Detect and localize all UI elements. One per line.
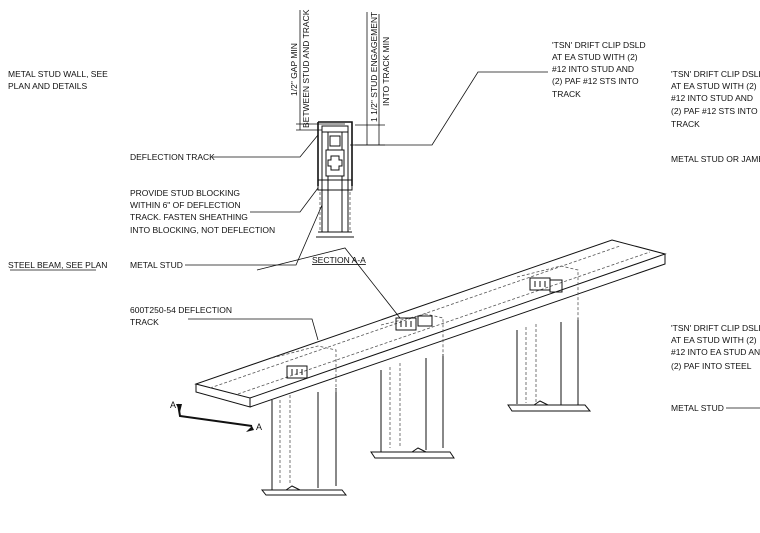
tsn-clip-right-note-1: 'TSN' DRIFT CLIP DSLD — [671, 69, 760, 79]
tsn-clip-steel-note-4: (2) PAF INTO STEEL — [671, 361, 752, 371]
isometric-assembly — [10, 239, 667, 496]
stud-blocking-note-4: INTO BLOCKING, NOT DEFLECTION — [130, 225, 275, 235]
tsn-clip-section-note-4: (2) PAF #12 STS INTO — [552, 76, 639, 86]
stud-blocking-note-3: TRACK. FASTEN SHEATHING — [130, 212, 248, 222]
section-title: SECTION A-A — [312, 255, 366, 265]
tsn-clip-section-note-1: 'TSN' DRIFT CLIP DSLD — [552, 40, 646, 50]
gap-min-label: 1/2" GAP MIN — [289, 43, 299, 96]
section-marker-right: A — [256, 422, 262, 432]
tsn-clip-right-note-4: (2) PAF #12 STS INTO — [671, 106, 758, 116]
section-cut-marker: A A — [170, 400, 262, 432]
tsn-clip-steel-note-3: #12 INTO EA STUD AND — [671, 347, 760, 357]
stud-blocking-note-2: WITHIN 6" OF DEFLECTION — [130, 200, 241, 210]
steel-beam-note: STEEL BEAM, SEE PLAN — [8, 260, 107, 270]
tsn-clip-right-note-2: AT EA STUD WITH (2) — [671, 81, 757, 91]
tsn-clip-right-note-5: TRACK — [671, 119, 700, 129]
deflection-track-600-note-2: TRACK — [130, 317, 159, 327]
section-marker-left: A — [170, 400, 176, 410]
tsn-clip-section-note-5: TRACK — [552, 89, 581, 99]
between-stud-track-label: BETWEEN STUD AND TRACK — [301, 9, 311, 128]
stud-blocking-note-1: PROVIDE STUD BLOCKING — [130, 188, 240, 198]
metal-stud-note-left: METAL STUD — [130, 260, 183, 270]
into-track-min-label: INTO TRACK MIN — [381, 37, 391, 106]
tsn-clip-section-note-2: AT EA STUD WITH (2) — [552, 52, 638, 62]
metal-stud-right-note: METAL STUD — [671, 403, 724, 413]
metal-stud-wall-note-1: METAL STUD WALL, SEE — [8, 69, 108, 79]
tsn-clip-right-note-3: #12 INTO STUD AND — [671, 93, 753, 103]
metal-stud-or-jamb-note: METAL STUD OR JAMB — [671, 154, 760, 164]
tsn-clip-steel-note-1: 'TSN' DRIFT CLIP DSLD — [671, 323, 760, 333]
deflection-track-note: DEFLECTION TRACK — [130, 152, 215, 162]
tsn-clip-section-note-3: #12 INTO STUD AND — [552, 64, 634, 74]
metal-stud-wall-note-2: PLAN AND DETAILS — [8, 81, 88, 91]
tsn-clip-steel-note-2: AT EA STUD WITH (2) — [671, 335, 757, 345]
section-a-a-detail: 1/2" GAP MIN BETWEEN STUD AND TRACK 1 1/… — [289, 9, 391, 265]
stud-engagement-label: 1 1/2" STUD ENGAGEMENT — [369, 12, 379, 122]
deflection-track-600-note-1: 600T250-54 DEFLECTION — [130, 305, 232, 315]
